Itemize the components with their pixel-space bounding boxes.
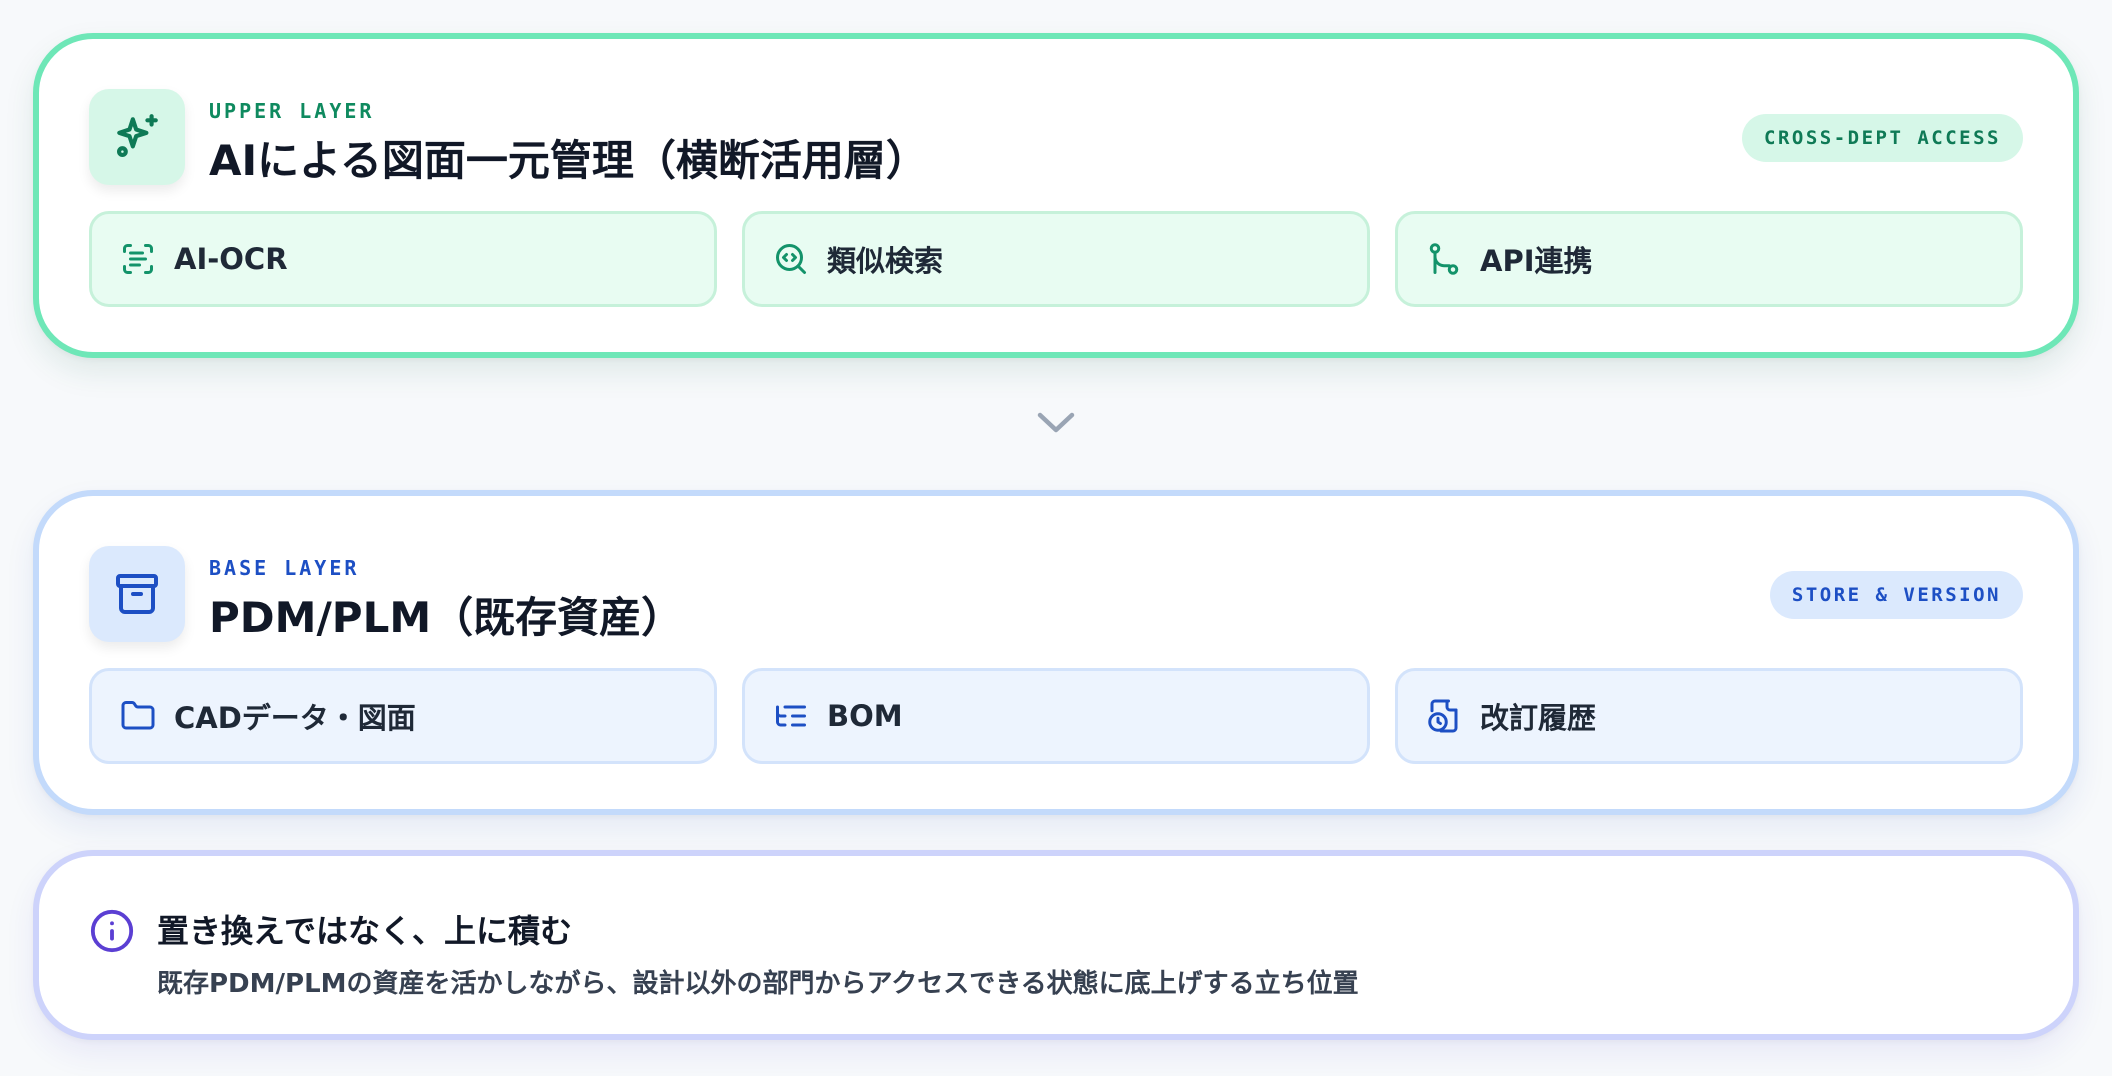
file-clock-icon xyxy=(1426,698,1462,734)
feature-label: 改訂履歴 xyxy=(1480,701,1597,735)
base-layer-title: PDM/PLM（既存資産） xyxy=(209,593,684,642)
scan-text-icon xyxy=(120,241,156,277)
upper-layer-title: AIによる図面一元管理（横断活用層） xyxy=(209,136,928,185)
feature-ai-ocr: AI-OCR xyxy=(89,211,717,307)
feature-label: BOM xyxy=(827,699,903,733)
feature-cad-data: CADデータ・図面 xyxy=(89,668,717,764)
chevron-down-icon xyxy=(1036,410,1076,436)
search-code-icon xyxy=(773,241,809,277)
feature-label: AI-OCR xyxy=(174,242,288,276)
git-branch-icon xyxy=(1426,241,1462,277)
upper-layer-eyebrow: UPPER LAYER xyxy=(209,99,375,123)
sparkles-icon xyxy=(89,89,185,185)
feature-label: CADデータ・図面 xyxy=(174,701,416,735)
folder-icon xyxy=(120,698,156,734)
note-card: 置き換えではなく、上に積む 既存PDM/PLMの資産を活かしながら、設計以外の部… xyxy=(33,850,2079,1040)
upper-layer-card: UPPER LAYER AIによる図面一元管理（横断活用層） CROSS-DEP… xyxy=(33,33,2079,358)
info-icon xyxy=(89,908,135,954)
upper-layer-badge: CROSS-DEPT ACCESS xyxy=(1742,114,2023,162)
base-layer-card: BASE LAYER PDM/PLM（既存資産） STORE & VERSION… xyxy=(33,490,2079,815)
note-title: 置き換えではなく、上に積む xyxy=(157,912,573,950)
feature-label: API連携 xyxy=(1480,244,1593,278)
note-text: 既存PDM/PLMの資産を活かしながら、設計以外の部門からアクセスできる状態に底… xyxy=(157,969,1359,999)
feature-api: API連携 xyxy=(1395,211,2023,307)
base-layer-features: CADデータ・図面 BOM 改訂履歴 xyxy=(89,668,2023,764)
feature-similar-search: 類似検索 xyxy=(742,211,1370,307)
list-tree-icon xyxy=(773,698,809,734)
upper-layer-features: AI-OCR 類似検索 API連携 xyxy=(89,211,2023,307)
feature-revision-history: 改訂履歴 xyxy=(1395,668,2023,764)
feature-bom: BOM xyxy=(742,668,1370,764)
base-layer-eyebrow: BASE LAYER xyxy=(209,556,360,580)
archive-icon xyxy=(89,546,185,642)
feature-label: 類似検索 xyxy=(827,244,944,278)
base-layer-badge: STORE & VERSION xyxy=(1769,571,2023,619)
